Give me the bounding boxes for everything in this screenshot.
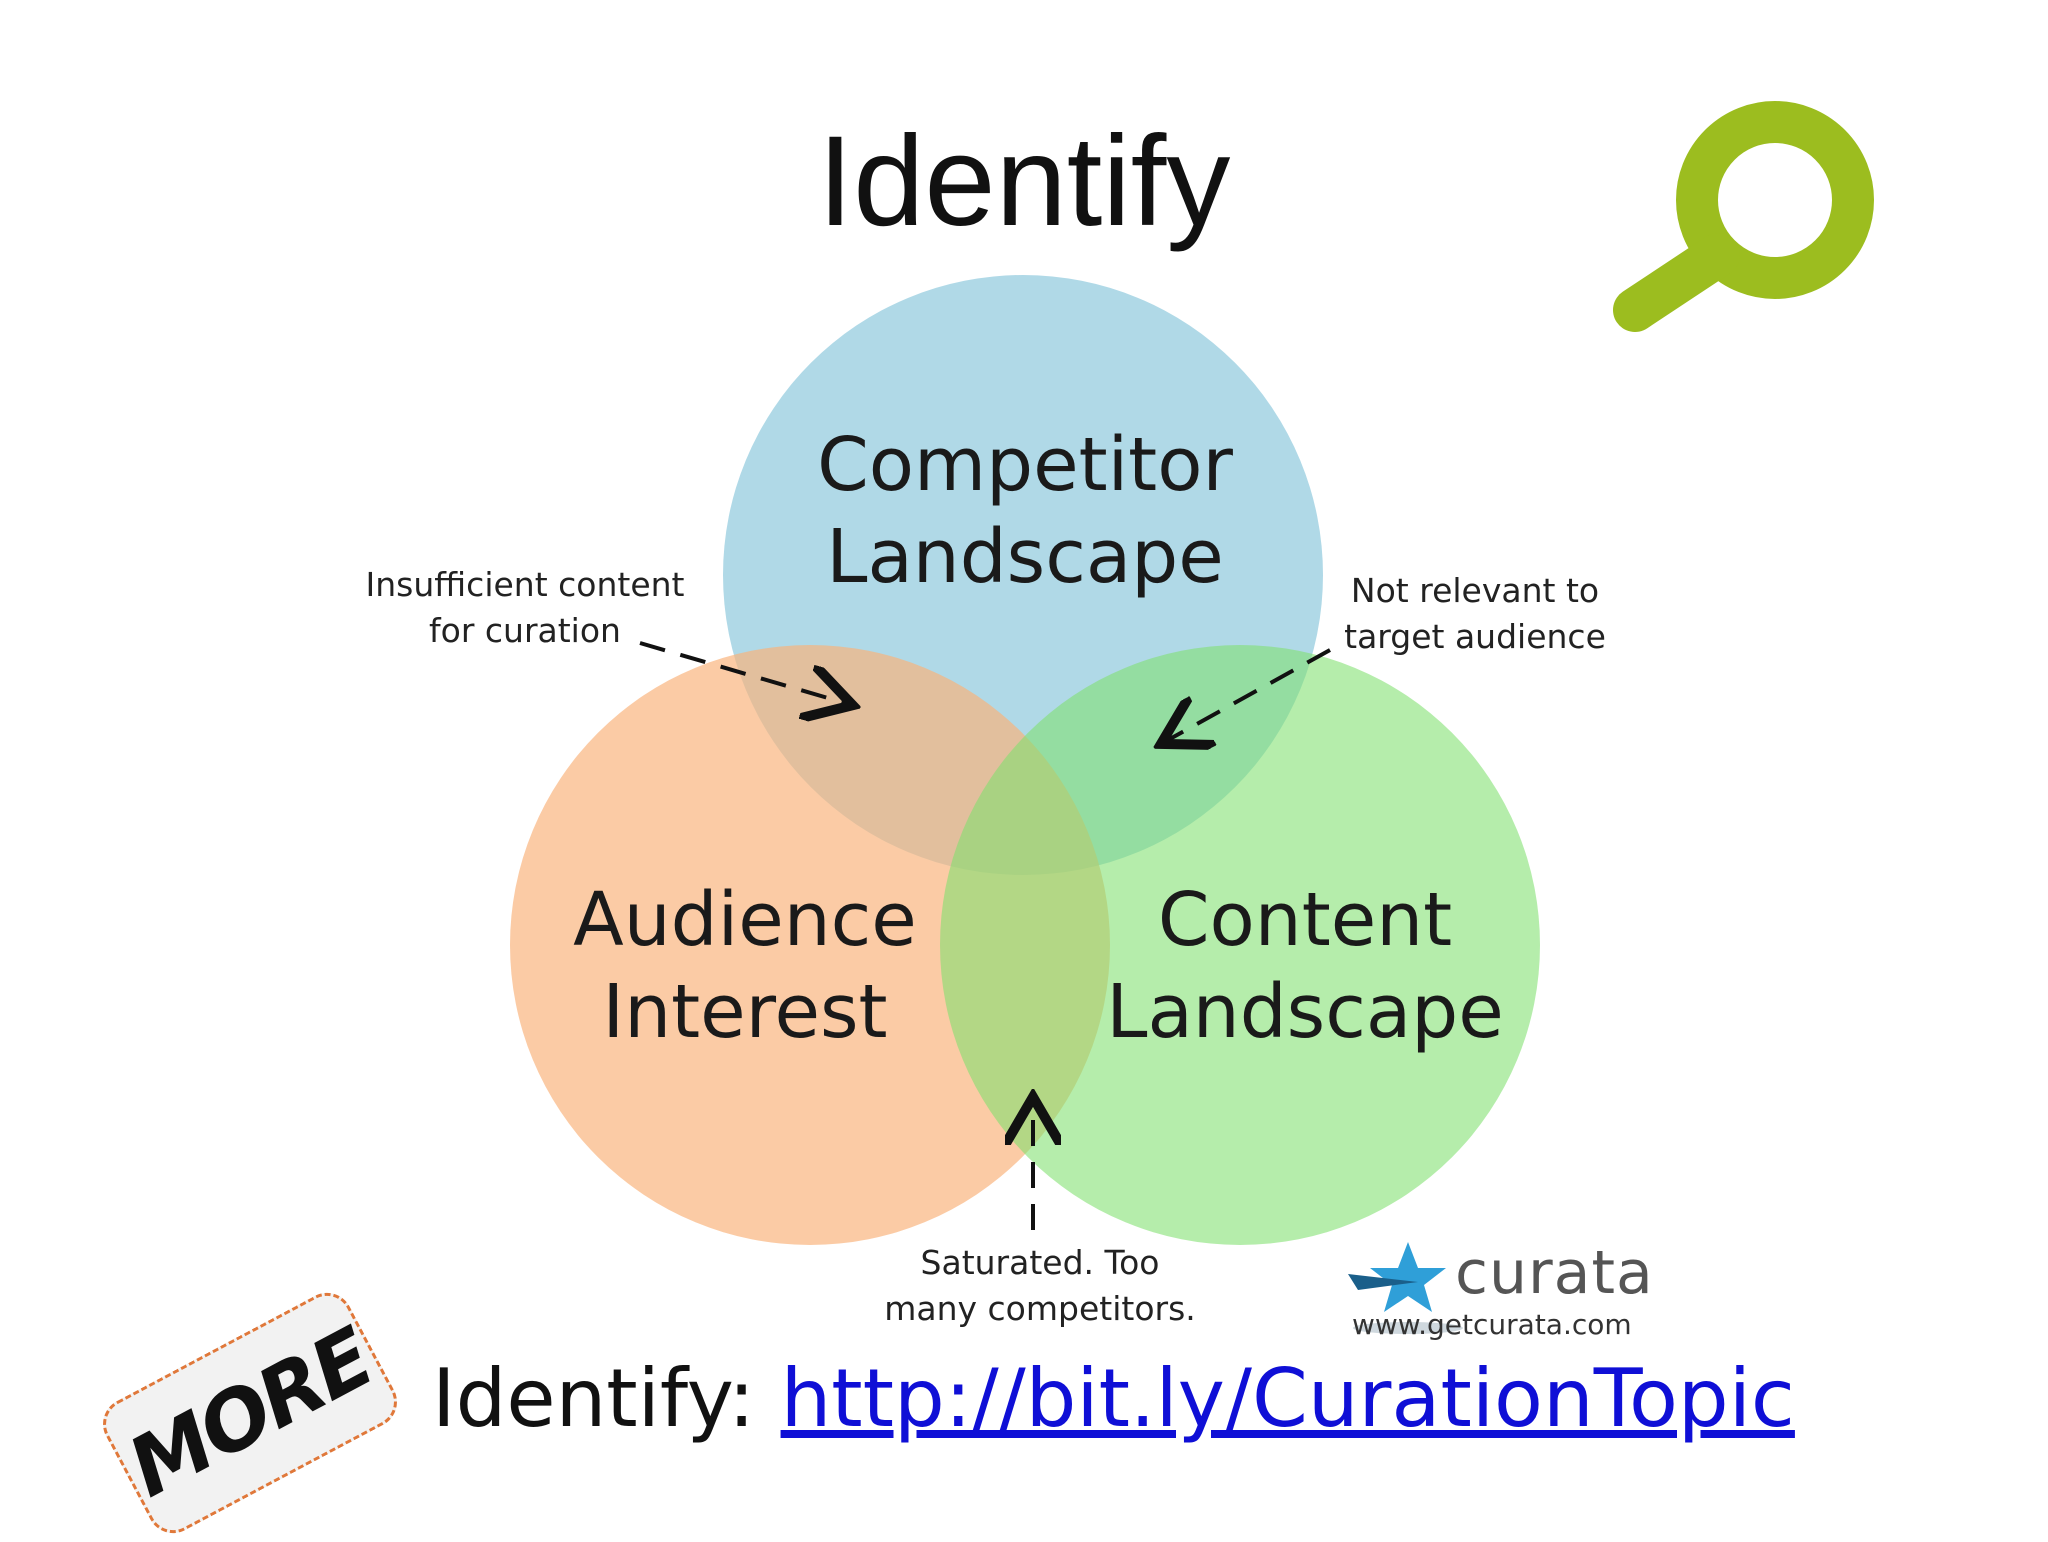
slide-title: Identify xyxy=(817,110,1231,253)
venn-circle-audience xyxy=(510,645,1110,1245)
magnifier-icon xyxy=(1613,101,1874,332)
annotation-not-relevant: Not relevant to target audience xyxy=(1344,571,1606,656)
annotation-saturated: Saturated. Too many competitors. xyxy=(884,1243,1196,1328)
venn-circle-content xyxy=(940,645,1540,1245)
footer-line: Identify: http://bit.ly/CurationTopic xyxy=(432,1352,1795,1445)
curata-logo xyxy=(1348,1242,1463,1334)
footer-prefix: Identify: xyxy=(432,1352,781,1445)
label-audience-interest: Audience Interest xyxy=(573,877,917,1055)
label-content-landscape: Content Landscape xyxy=(1106,877,1504,1055)
annotation-insufficient-content: Insufficient content for curation xyxy=(365,565,685,650)
label-competitor-landscape: Competitor Landscape xyxy=(817,422,1233,600)
arrow-top-left xyxy=(639,641,845,703)
curation-topic-link[interactable]: http://bit.ly/CurationTopic xyxy=(780,1352,1795,1445)
curata-wordmark: curata xyxy=(1455,1238,1654,1308)
curata-url: www.getcurata.com xyxy=(1352,1308,1632,1341)
arrow-top-right xyxy=(1168,648,1331,740)
